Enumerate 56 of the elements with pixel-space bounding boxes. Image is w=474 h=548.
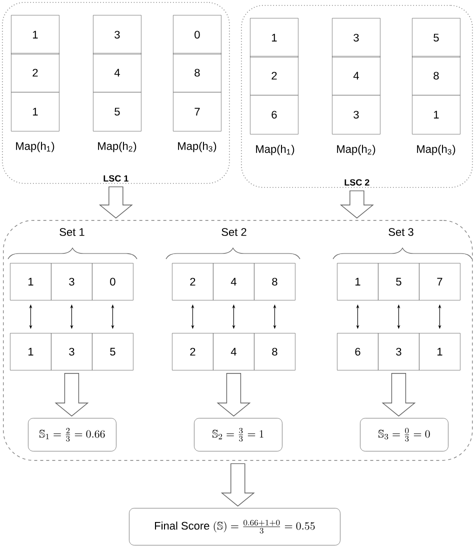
set-label: Set 3: [388, 228, 414, 236]
value-cell: 3: [51, 333, 92, 370]
value-cell: 4: [213, 263, 254, 300]
value-cell: 1: [10, 333, 52, 370]
value-cell: 0: [92, 263, 134, 300]
value-cell: 3: [332, 18, 380, 58]
score-box: $\mathbb{S}_2 = \frac{3}{3} = 1$: [194, 418, 282, 452]
dashed-panel: [3, 220, 473, 461]
score-box: $\mathbb{S}_1 = \frac{2}{3} = 0.66$: [28, 418, 116, 452]
final-score-box: $\text{Final Score }(\mathbb{S}) = \frac{0.66+1+0}{3} = 0.55$: [129, 508, 340, 546]
score-box: $\mathbb{S}_3 = \frac{0}{3} = 0$: [360, 418, 448, 452]
value-cell: 8: [254, 333, 296, 370]
column-label: Map(h$_{1}$): [16, 142, 54, 152]
value-cell: 8: [173, 53, 222, 92]
value-cell: 1: [11, 92, 60, 132]
value-cell: 3: [51, 263, 92, 300]
value-cell: 2: [172, 333, 214, 370]
block-arrow: [220, 463, 255, 506]
block-arrow: [382, 373, 416, 416]
value-cell: 2: [250, 56, 298, 96]
value-cell: 5: [92, 333, 134, 370]
value-cell: 3: [332, 95, 380, 134]
set-label: Set 1: [60, 228, 84, 236]
value-cell: 5: [378, 263, 420, 300]
value-cell: 6: [250, 95, 298, 134]
value-cell: 8: [254, 263, 296, 300]
value-cell: 1: [337, 263, 378, 300]
value-cell: 1: [10, 263, 52, 300]
value-cell: 4: [332, 56, 380, 96]
value-cell: 1: [419, 333, 460, 370]
column-label: Map(h$_{2}$): [337, 144, 376, 156]
value-cell: 4: [213, 333, 254, 370]
value-cell: 3: [93, 15, 142, 54]
column-label: Map(h$_{3}$): [178, 142, 216, 152]
column-label: Map(h$_{1}$): [256, 144, 294, 156]
value-cell: 0: [173, 15, 222, 54]
block-arrow: [340, 190, 374, 218]
value-cell: 8: [412, 56, 460, 96]
value-cell: 4: [93, 53, 142, 92]
value-cell: 3: [378, 333, 420, 370]
value-cell: 7: [419, 263, 460, 300]
value-cell: 2: [172, 263, 214, 300]
value-cell: 6: [337, 333, 378, 370]
value-cell: 5: [412, 18, 460, 58]
value-cell: 7: [173, 92, 222, 132]
set-label: Set 2: [222, 228, 246, 236]
value-cell: 1: [11, 15, 60, 54]
block-arrow: [54, 373, 89, 416]
value-cell: 1: [412, 95, 460, 134]
block-arrow: [216, 373, 251, 416]
column-label: Map(h$_{3}$): [417, 144, 456, 156]
value-cell: 2: [11, 53, 60, 92]
value-cell: 1: [250, 18, 298, 58]
value-cell: 5: [93, 92, 142, 132]
block-arrow: [98, 186, 133, 218]
column-label: Map(h$_{2}$): [98, 142, 136, 152]
